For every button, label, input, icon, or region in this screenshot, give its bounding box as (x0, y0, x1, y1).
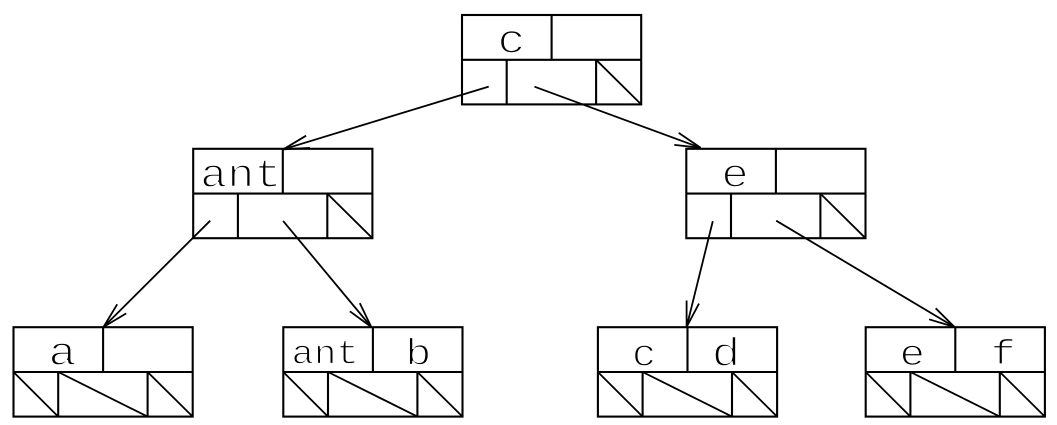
svg-text:c: c (497, 19, 525, 65)
svg-text:ant: ant (292, 335, 359, 374)
svg-text:b: b (405, 334, 431, 376)
svg-text:a: a (48, 332, 76, 377)
svg-text:d: d (712, 333, 741, 378)
svg-text:e: e (721, 153, 749, 198)
svg-text:c: c (632, 334, 657, 377)
svg-text:e: e (900, 335, 926, 377)
svg-text:f: f (991, 336, 1016, 375)
svg-text:ant: ant (200, 153, 281, 199)
